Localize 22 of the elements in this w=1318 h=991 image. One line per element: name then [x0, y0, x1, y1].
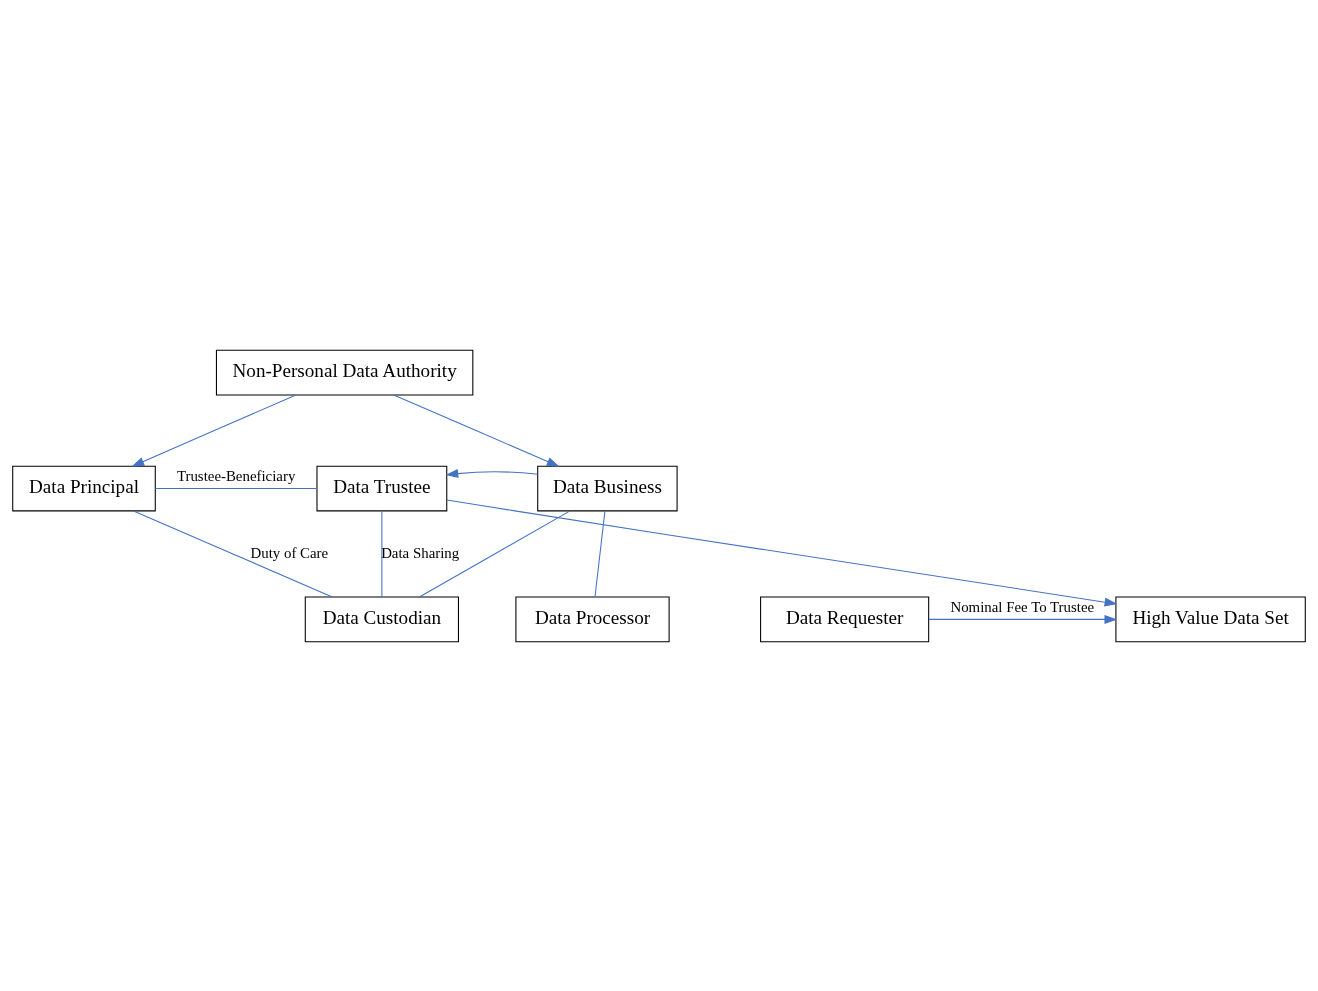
connector	[154, 487, 318, 489]
arrow	[445, 468, 539, 478]
edge-label: Trustee-Beneficiary	[176, 467, 296, 484]
node-box: Data Requester	[760, 596, 930, 642]
arrow	[393, 393, 560, 467]
arrow	[446, 499, 1118, 607]
node-box: Data Principal	[12, 465, 156, 511]
node-box: Data Processor	[515, 596, 670, 642]
node-box: High Value Data Set	[1115, 596, 1306, 642]
arrow	[928, 614, 1118, 624]
edge-label: Duty of Care	[250, 544, 329, 561]
connector	[418, 510, 571, 597]
edge-label: Nominal Fee To Trustee	[950, 598, 1095, 615]
node-box: Non-Personal Data Authority	[215, 349, 474, 395]
node-box: Data Custodian	[304, 596, 459, 642]
node-box: Data Business	[537, 465, 678, 511]
arrow	[131, 393, 297, 467]
connector	[133, 510, 333, 597]
edge-label: Data Sharing	[381, 544, 460, 561]
node-box: Data Trustee	[316, 465, 448, 511]
connector	[381, 510, 383, 597]
connector	[594, 510, 606, 597]
